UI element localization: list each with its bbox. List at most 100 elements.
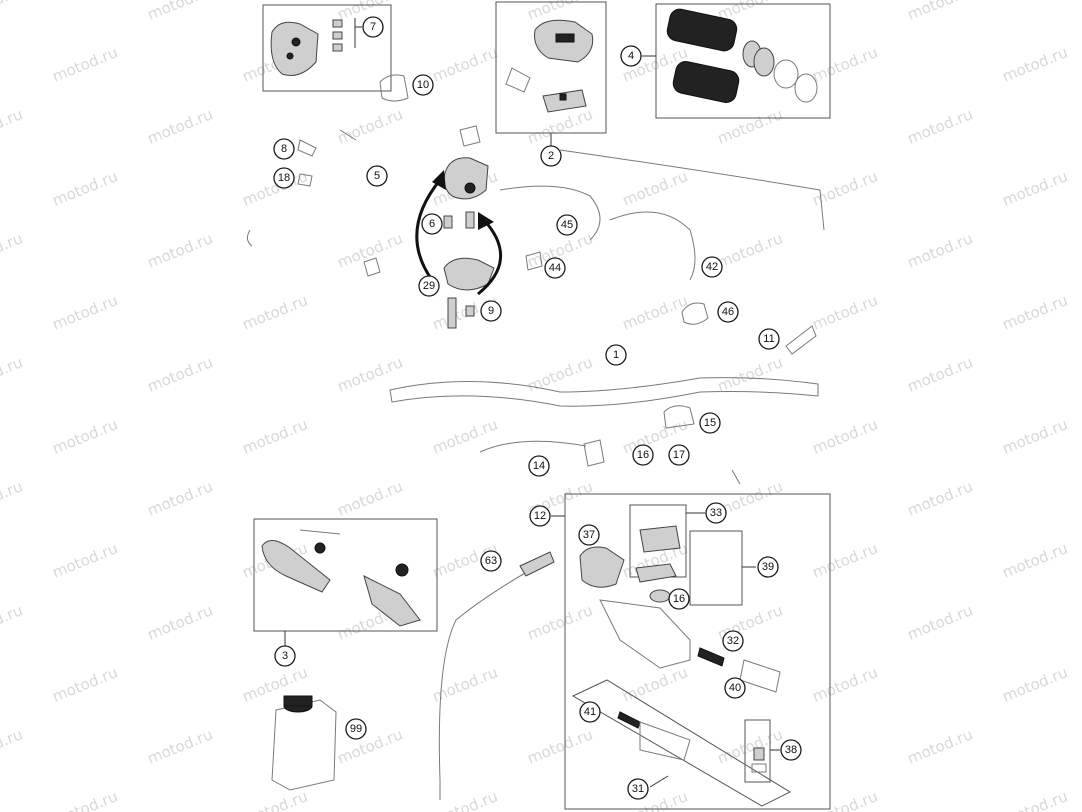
watermark-text: motod.ru <box>905 105 976 147</box>
inset-box-31 <box>571 679 792 807</box>
throttle-housing <box>246 157 495 329</box>
callout-32: 32 <box>722 630 744 652</box>
watermark-text: motod.ru <box>905 353 976 395</box>
callout-8: 8 <box>273 138 295 160</box>
watermark-text: motod.ru <box>240 787 311 812</box>
cable-63 <box>438 559 549 800</box>
watermark-text: motod.ru <box>1000 167 1071 209</box>
watermark-text: motod.ru <box>1000 539 1071 581</box>
svg-text:40: 40 <box>729 682 741 694</box>
switch-housing-7 <box>270 19 343 76</box>
watermark-text: motod.ru <box>1000 663 1071 705</box>
arrow-left <box>415 179 442 281</box>
watermark-text: motod.ru <box>715 229 786 271</box>
lever-bracket-2 <box>505 19 594 113</box>
watermark-text: motod.ru <box>905 229 976 271</box>
callout-63: 63 <box>480 550 502 572</box>
watermark-text: motod.ru <box>0 477 25 519</box>
callout-14: 14 <box>528 455 550 477</box>
watermark-text: motod.ru <box>810 167 881 209</box>
inset-box-39 <box>689 530 743 606</box>
watermark-text: motod.ru <box>810 539 881 581</box>
inset-box-4 <box>655 3 831 119</box>
brake-master-cylinder <box>579 525 781 773</box>
watermark-text: motod.ru <box>0 725 25 767</box>
svg-text:15: 15 <box>704 417 716 429</box>
small-parts-left <box>297 74 481 187</box>
watermark-text: motod.ru <box>810 787 881 812</box>
callout-2: 2 <box>540 145 562 167</box>
callout-4: 4 <box>620 45 642 67</box>
svg-text:32: 32 <box>727 635 739 647</box>
svg-text:6: 6 <box>429 218 435 230</box>
throttle-grips-4 <box>666 8 818 103</box>
watermark-text: motod.ru <box>50 539 121 581</box>
watermark-text: motod.ru <box>50 663 121 705</box>
svg-text:33: 33 <box>710 507 722 519</box>
watermark-text: motod.ru <box>905 725 976 767</box>
watermark-text: motod.ru <box>905 0 976 24</box>
watermark-text: motod.ru <box>0 353 25 395</box>
cable-45 <box>499 185 601 241</box>
arrow-left-head <box>432 170 446 190</box>
svg-text:45: 45 <box>561 219 573 231</box>
watermark-text: motod.ru <box>145 229 216 271</box>
svg-text:3: 3 <box>282 650 288 662</box>
svg-text:99: 99 <box>350 723 362 735</box>
watermark-text: motod.ru <box>50 415 121 457</box>
watermark-text: motod.ru <box>905 601 976 643</box>
watermark-text: motod.ru <box>620 167 691 209</box>
svg-text:17: 17 <box>673 449 685 461</box>
svg-text:18: 18 <box>278 172 290 184</box>
watermark-text: motod.ru <box>810 291 881 333</box>
svg-text:63: 63 <box>485 555 497 567</box>
watermark-text: motod.ru <box>810 663 881 705</box>
svg-text:8: 8 <box>281 143 287 155</box>
callout-17: 17 <box>668 444 690 466</box>
cable-63-end <box>519 551 555 577</box>
callout-16-lower: 16 <box>668 588 690 610</box>
callout-10: 10 <box>412 74 434 96</box>
svg-text:44: 44 <box>549 262 561 274</box>
small-part-44 <box>525 251 543 271</box>
inset-box-3 <box>253 518 438 632</box>
callout-37: 37 <box>578 524 600 546</box>
callout-44: 44 <box>544 257 566 279</box>
callout-42: 42 <box>701 256 723 278</box>
watermark-text: motod.ru <box>335 105 406 147</box>
callout-6: 6 <box>421 213 443 235</box>
callout-40: 40 <box>724 677 746 699</box>
callout-38: 38 <box>780 739 802 761</box>
cable-42 <box>609 211 696 281</box>
svg-text:5: 5 <box>374 170 380 182</box>
watermark-text: motod.ru <box>1000 787 1071 812</box>
watermark-text: motod.ru <box>715 725 786 767</box>
watermark-text: motod.ru <box>810 415 881 457</box>
watermark-text: motod.ru <box>335 725 406 767</box>
watermark-text: motod.ru <box>50 291 121 333</box>
svg-text:10: 10 <box>417 79 429 91</box>
callout-46: 46 <box>717 301 739 323</box>
watermark-text: motod.ru <box>240 415 311 457</box>
watermark-text: motod.ru <box>715 105 786 147</box>
watermark-text: motod.ru <box>1000 291 1071 333</box>
callout-9: 9 <box>480 300 502 322</box>
svg-text:7: 7 <box>370 21 376 33</box>
svg-text:41: 41 <box>584 706 596 718</box>
callout-3: 3 <box>274 645 296 667</box>
handlebar-1 <box>389 377 819 407</box>
callout-1: 1 <box>605 344 627 366</box>
callout-29: 29 <box>418 275 440 297</box>
watermark-text: motod.ru <box>50 167 121 209</box>
watermark-text: motod.ru <box>1000 43 1071 85</box>
inset-box-38 <box>744 719 771 783</box>
svg-text:38: 38 <box>785 744 797 756</box>
watermark-text: motod.ru <box>145 601 216 643</box>
handlebar-clamps <box>479 405 741 485</box>
watermark-text: motod.ru <box>525 105 596 147</box>
callout-18: 18 <box>273 167 295 189</box>
callout-7: 7 <box>362 16 384 38</box>
watermark-text: motod.ru <box>145 477 216 519</box>
svg-text:1: 1 <box>613 349 619 361</box>
